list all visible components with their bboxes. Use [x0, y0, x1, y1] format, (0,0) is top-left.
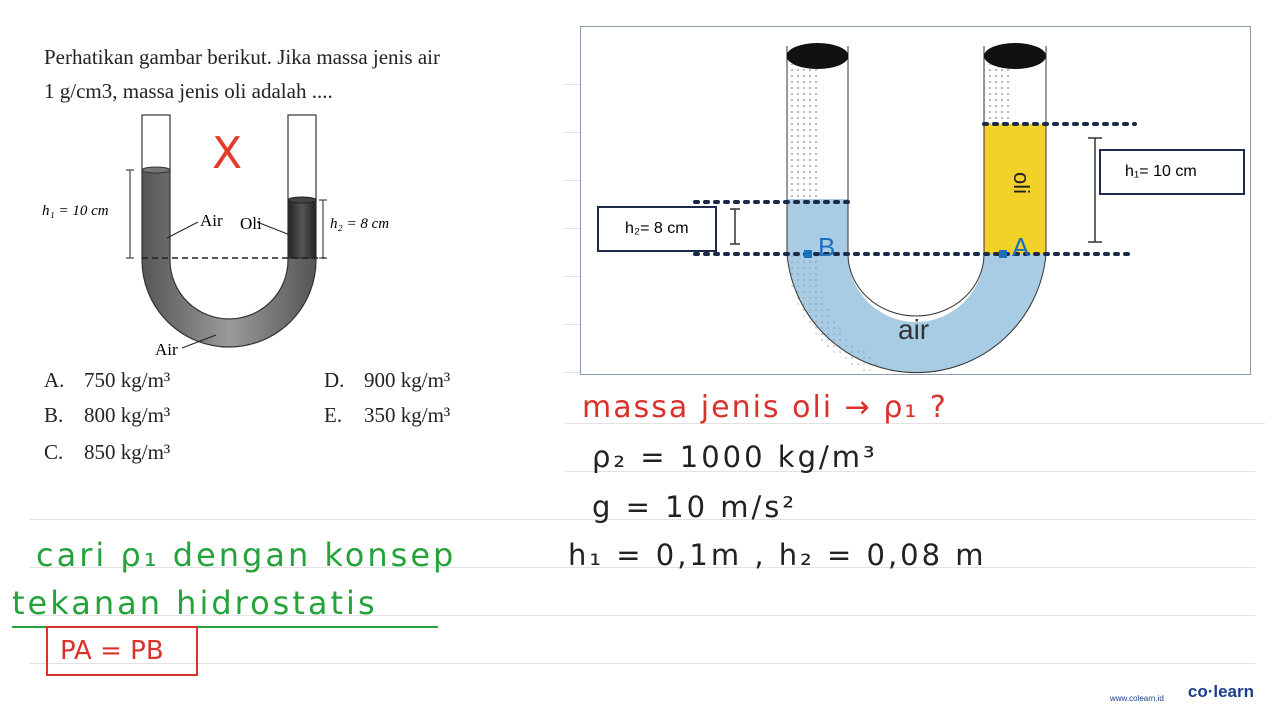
point-b-label: B [818, 232, 836, 262]
option-value: 800 kg/m³ [84, 403, 171, 427]
note-cari-rho1: cari ρ₁ dengan konsep [36, 536, 457, 574]
h2-label-box: h₂= 8 cm [597, 206, 717, 252]
textbook-u-tube-figure [126, 114, 327, 349]
air-region-label: air [898, 314, 930, 345]
option-d[interactable]: D. 900 kg/m³ [324, 368, 450, 393]
question-text: Perhatikan gambar berikut. Jika massa je… [44, 40, 574, 108]
h1-label-box: h₁= 10 cm [1099, 149, 1245, 195]
note-massa-jenis-oli: massa jenis oli → ρ₁ ? [582, 390, 948, 425]
option-letter: B. [44, 403, 64, 427]
colearn-logo: co·learn [1187, 682, 1254, 701]
option-value: 350 kg/m³ [364, 403, 451, 427]
pb-term: PB [130, 636, 164, 666]
question-line-2: 1 g/cm3, massa jenis oli adalah .... [44, 79, 333, 103]
note-rho2: ρ₂ = 1000 kg/m³ [592, 440, 878, 474]
equals-sign: = [100, 636, 122, 666]
green-underline [12, 626, 438, 628]
question-line-1: Perhatikan gambar berikut. Jika massa je… [44, 45, 440, 69]
textbook-oli-label: Oli [240, 214, 262, 233]
note-heights: h₁ = 0,1m , h₂ = 0,08 m [568, 538, 987, 572]
option-letter: E. [324, 403, 343, 427]
option-a[interactable]: A. 750 kg/m³ [44, 368, 170, 393]
option-c[interactable]: C. 850 kg/m³ [44, 440, 170, 465]
footer-url[interactable]: www.colearn.id [1110, 688, 1164, 706]
textbook-air-label-top: Air [200, 211, 223, 230]
textbook-h2-label: h₂ = 8 cm [330, 216, 390, 232]
option-letter: C. [44, 440, 64, 464]
option-value: 750 kg/m³ [84, 368, 171, 392]
option-letter: D. [324, 368, 345, 392]
textbook-air-label-bottom: Air [155, 340, 178, 359]
red-cross-mark: X [212, 128, 243, 179]
u-tube-diagram [580, 26, 1251, 375]
oli-column-label: oli [1009, 171, 1035, 195]
pa-term: PA [60, 636, 92, 666]
note-gravity: g = 10 m/s² [592, 490, 798, 524]
colearn-url: www.colearn.id [1110, 694, 1164, 703]
option-e[interactable]: E. 350 kg/m³ [324, 403, 450, 428]
option-b[interactable]: B. 800 kg/m³ [44, 403, 170, 428]
option-letter: A. [44, 368, 65, 392]
equation-box: PA = PB [46, 626, 198, 676]
point-a-label: A [1012, 232, 1030, 262]
option-value: 850 kg/m³ [84, 440, 171, 464]
option-value: 900 kg/m³ [364, 368, 451, 392]
note-tekanan-hidrostatis: tekanan hidrostatis [12, 584, 378, 622]
textbook-h1-label: h₁ = 10 cm [42, 203, 109, 219]
